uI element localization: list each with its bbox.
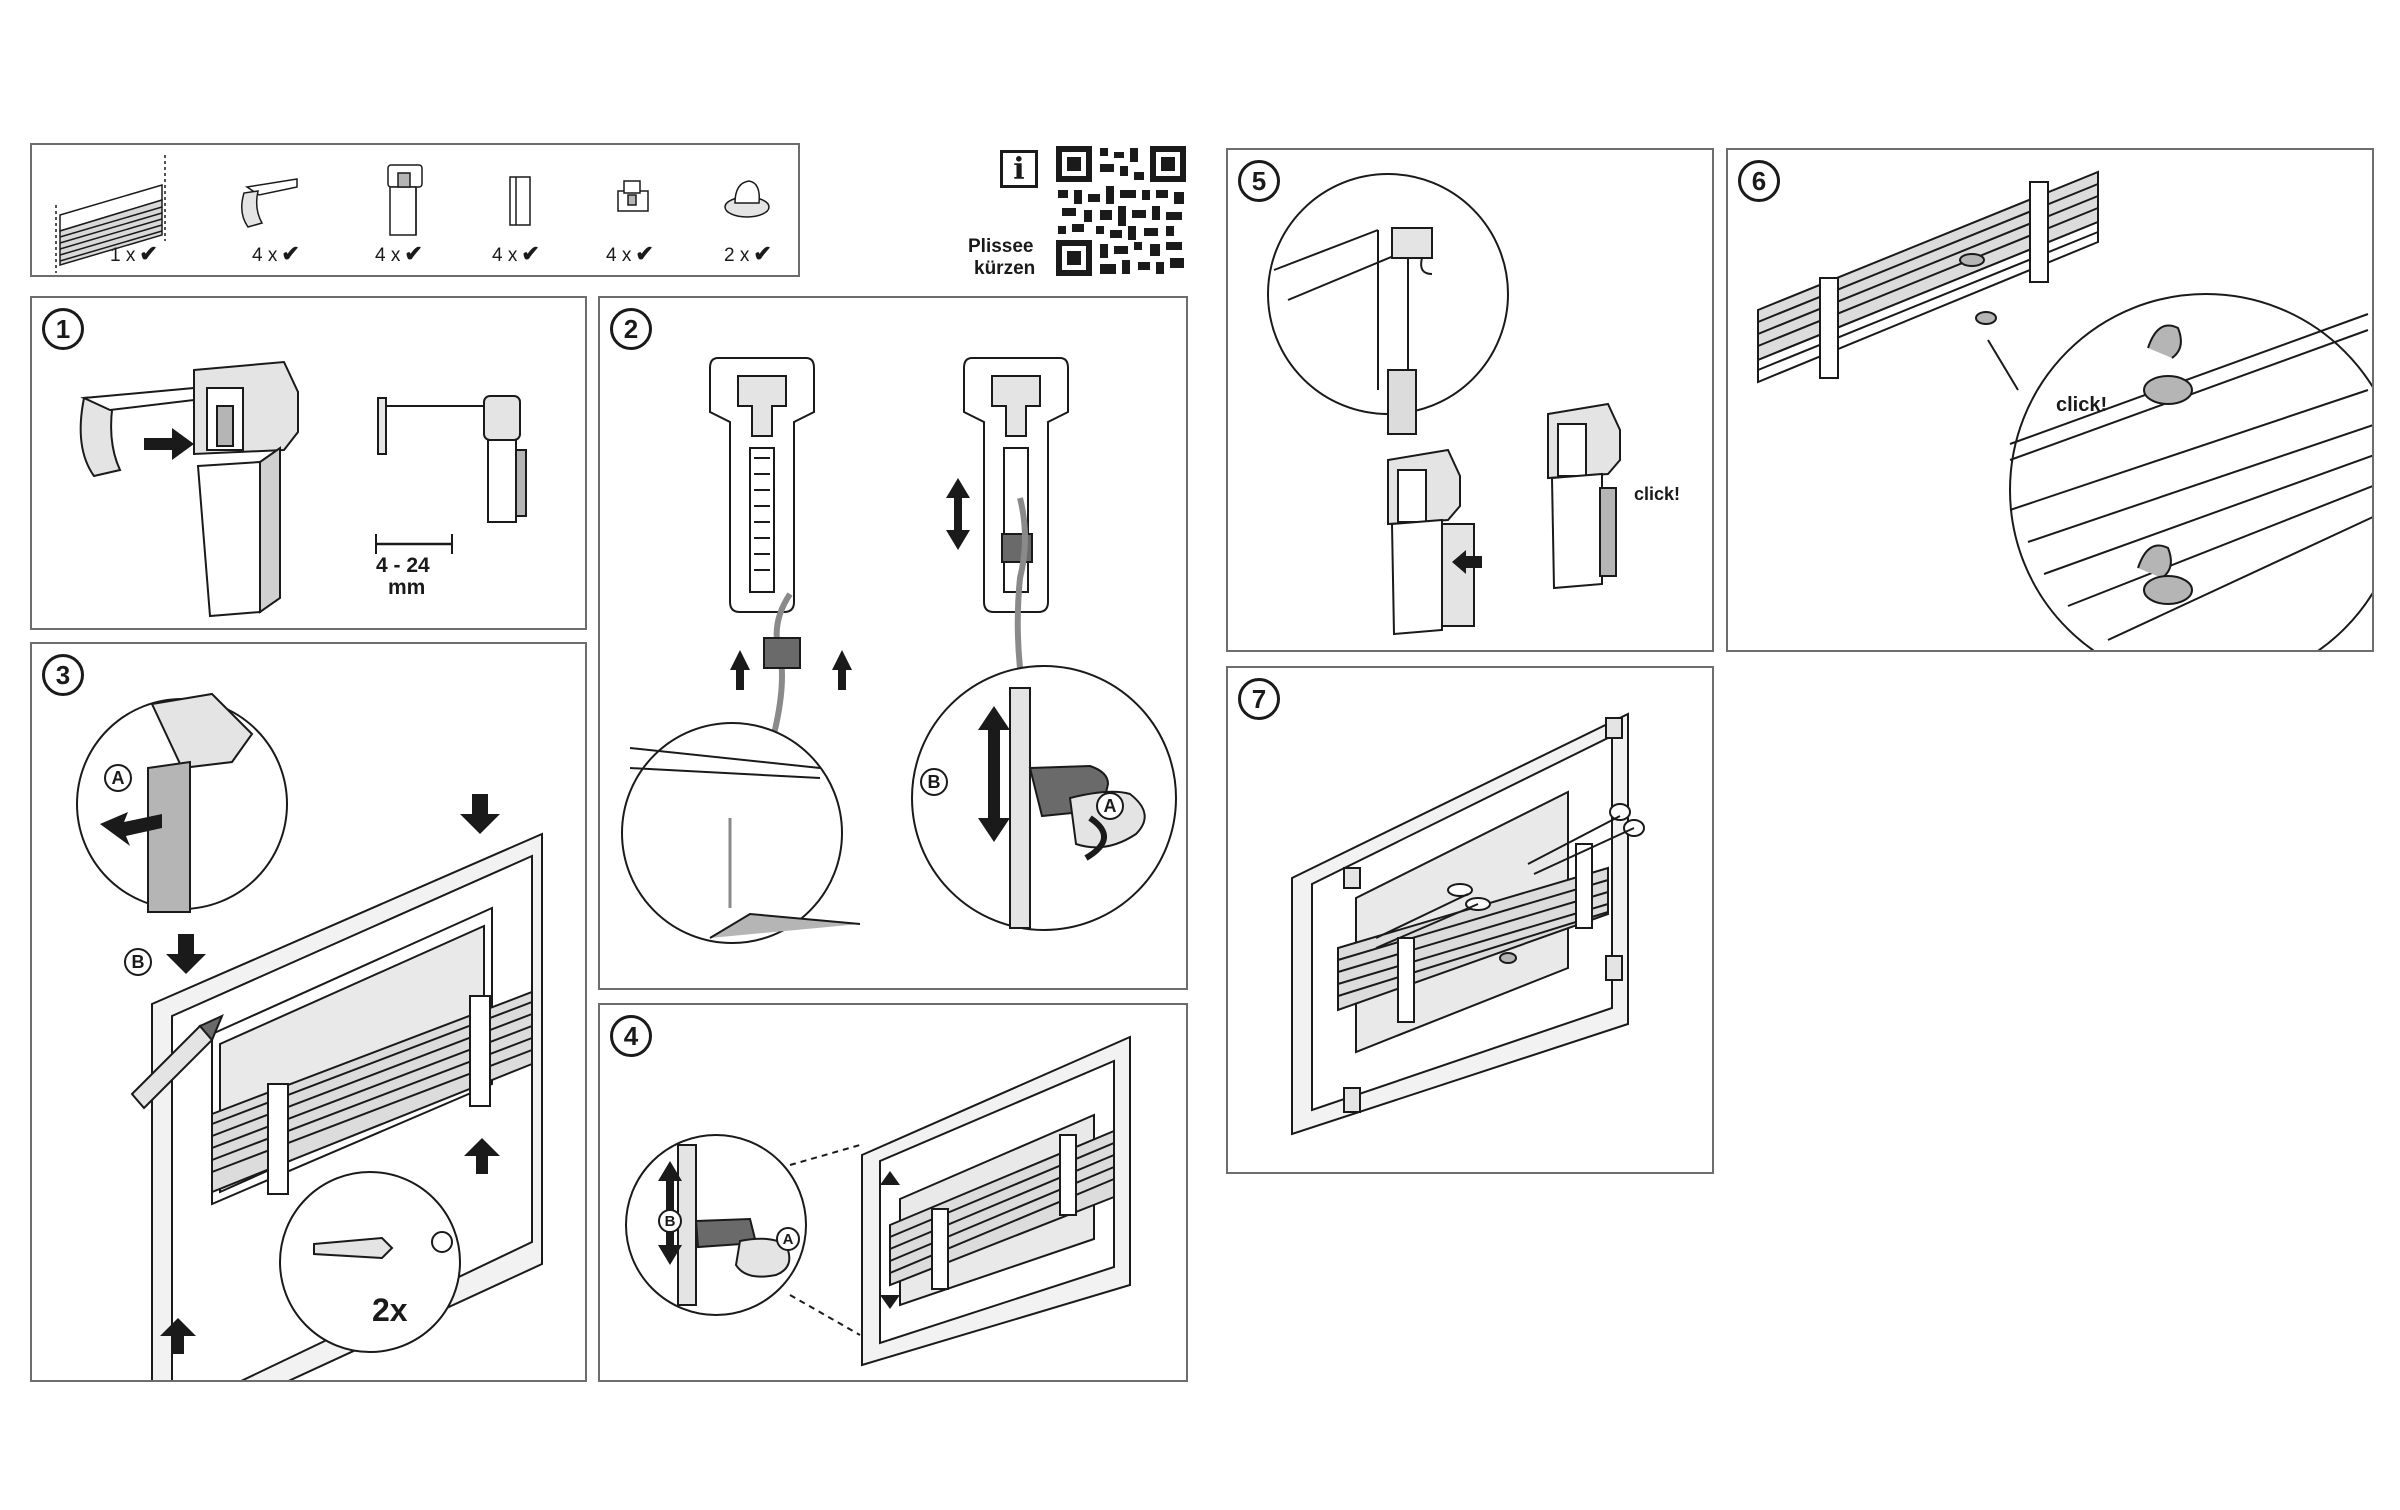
step-number: 5 — [1238, 160, 1280, 202]
step-number: 1 — [42, 308, 84, 350]
step-6-click-label: click! — [2056, 394, 2108, 416]
qr-label-line1: Plissee — [968, 236, 1034, 257]
qr-code-icon[interactable] — [1056, 146, 1186, 276]
step-3-label-b: B — [124, 948, 152, 976]
info-icon: i — [1000, 150, 1038, 188]
step-2-label-b: B — [920, 768, 948, 796]
step-3-panel: 3 — [30, 642, 587, 1382]
step-1-panel: 1 4 - 24 mm — [30, 296, 587, 630]
step-5-panel: 5 click! — [1226, 148, 1714, 652]
step-number: 2 — [610, 308, 652, 350]
pleated-blind-icon — [55, 155, 166, 273]
step-3-repeat-count: 2x — [372, 1292, 408, 1328]
step-1-dimension-value: 4 - 24 — [376, 554, 430, 577]
step-number: 6 — [1738, 160, 1780, 202]
bracket-cover-icon — [509, 176, 531, 226]
step-1-drawing — [79, 360, 527, 618]
step-4-label-a: A — [776, 1227, 800, 1251]
step-3-drawing — [76, 692, 543, 1380]
step-7-drawing — [1291, 712, 1645, 1136]
step-4-panel: 4 B A — [598, 1003, 1188, 1382]
step-3-label-a: A — [104, 764, 132, 792]
step-6-panel: 6 click! — [1726, 148, 2374, 652]
end-cap-icon — [241, 178, 298, 228]
cord-holder-icon — [617, 180, 649, 212]
step-5-click-label: click! — [1634, 484, 1681, 504]
step-7-panel: 7 — [1226, 666, 1714, 1174]
step-1-dimension-unit: mm — [388, 576, 426, 599]
step-2-label-a: A — [1096, 792, 1124, 820]
parts-qty-2: 4 x✔ — [252, 241, 300, 266]
parts-qty-3: 4 x✔ — [375, 241, 423, 266]
qr-label-line2: kürzen — [974, 258, 1036, 279]
parts-qty-1: 1 x✔ — [110, 241, 158, 266]
step-number: 3 — [42, 654, 84, 696]
step-number: 7 — [1238, 678, 1280, 720]
step-4-label-b: B — [658, 1209, 682, 1233]
clamp-bracket-icon — [387, 164, 423, 236]
parts-list-panel: 1 x✔ 4 x✔ 4 x✔ 4 x✔ 4 x✔ 2 x✔ — [30, 143, 800, 277]
step-2-panel: 2 — [598, 296, 1188, 990]
parts-qty-4: 4 x✔ — [492, 241, 540, 266]
parts-qty-5: 4 x✔ — [606, 241, 654, 266]
handle-icon — [724, 180, 770, 218]
step-5-drawing — [1267, 173, 1621, 636]
step-4-drawing — [625, 1035, 1131, 1367]
parts-list-drawing — [55, 155, 770, 273]
step-2-drawing — [621, 357, 1177, 944]
step-6-drawing — [1757, 170, 2372, 650]
step-number: 4 — [610, 1015, 652, 1057]
parts-qty-6: 2 x✔ — [724, 241, 772, 266]
